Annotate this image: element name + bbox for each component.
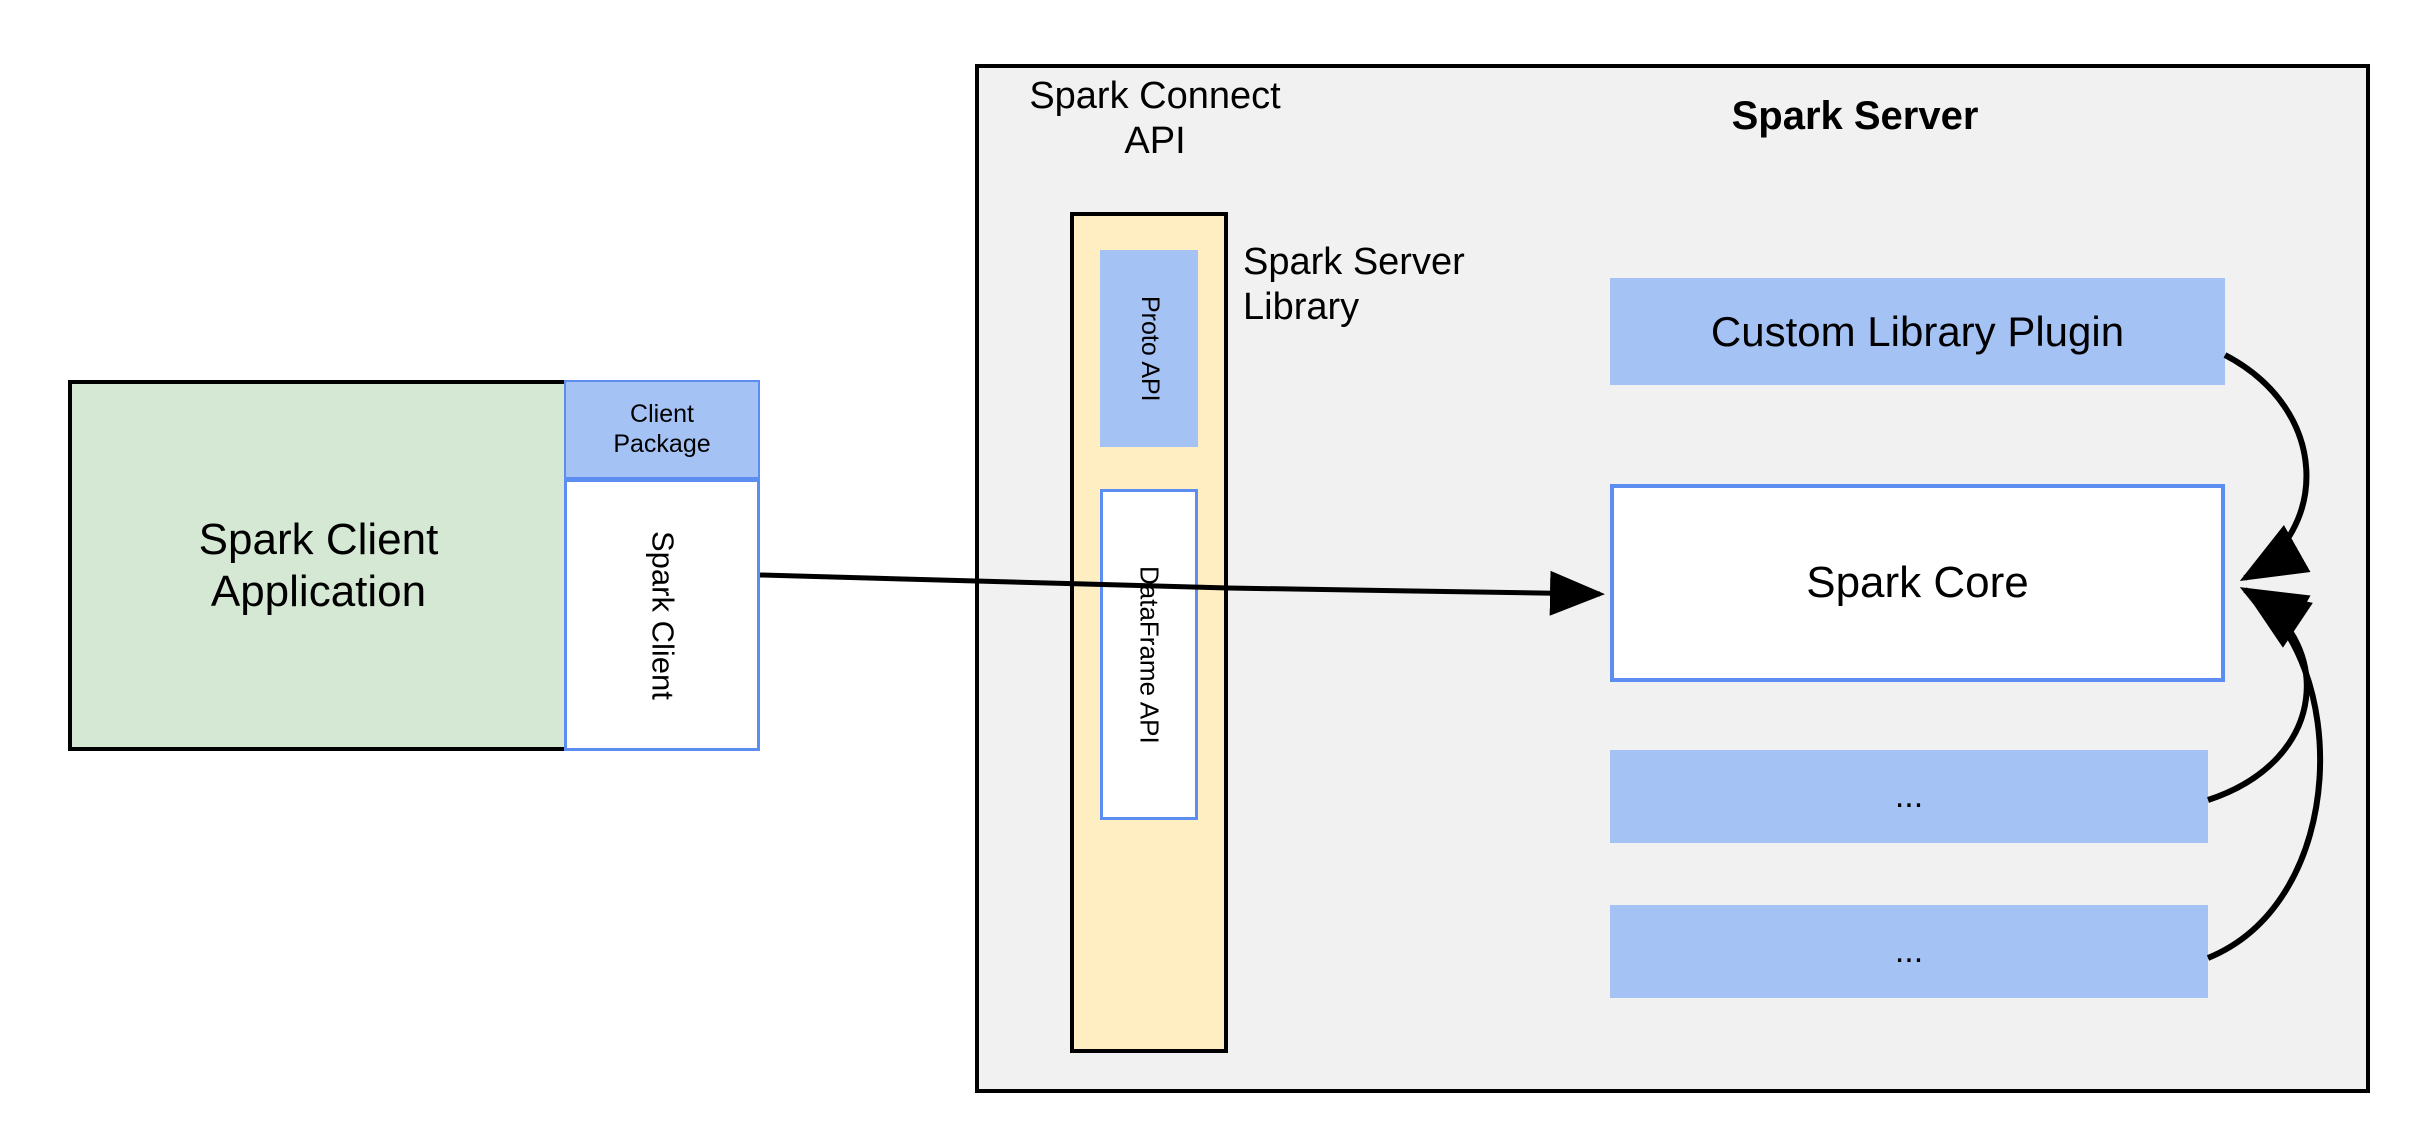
ellipsis-label-2: ... (1894, 932, 1924, 971)
custom-library-plugin-label: Custom Library Plugin (1710, 307, 2125, 355)
ellipsis-box-2[interactable]: ... (1610, 905, 2208, 998)
spark-core-box[interactable]: Spark Core (1610, 484, 2225, 682)
proto-api-label: Proto API (1135, 295, 1164, 402)
dataframe-api-box[interactable]: DataFrame API (1100, 489, 1198, 820)
spark-server-title: Spark Server (1731, 94, 1979, 139)
ellipsis-label-1: ... (1894, 777, 1924, 816)
spark-core-label: Spark Core (1806, 558, 2029, 608)
dataframe-api-label: DataFrame API (1134, 565, 1165, 744)
proto-api-box[interactable]: Proto API (1100, 250, 1198, 447)
custom-library-plugin-box[interactable]: Custom Library Plugin (1610, 278, 2225, 385)
spark-client-box[interactable]: Spark Client (564, 479, 760, 751)
spark-client-label: Spark Client (645, 530, 681, 700)
ellipsis-box-1[interactable]: ... (1610, 750, 2208, 843)
